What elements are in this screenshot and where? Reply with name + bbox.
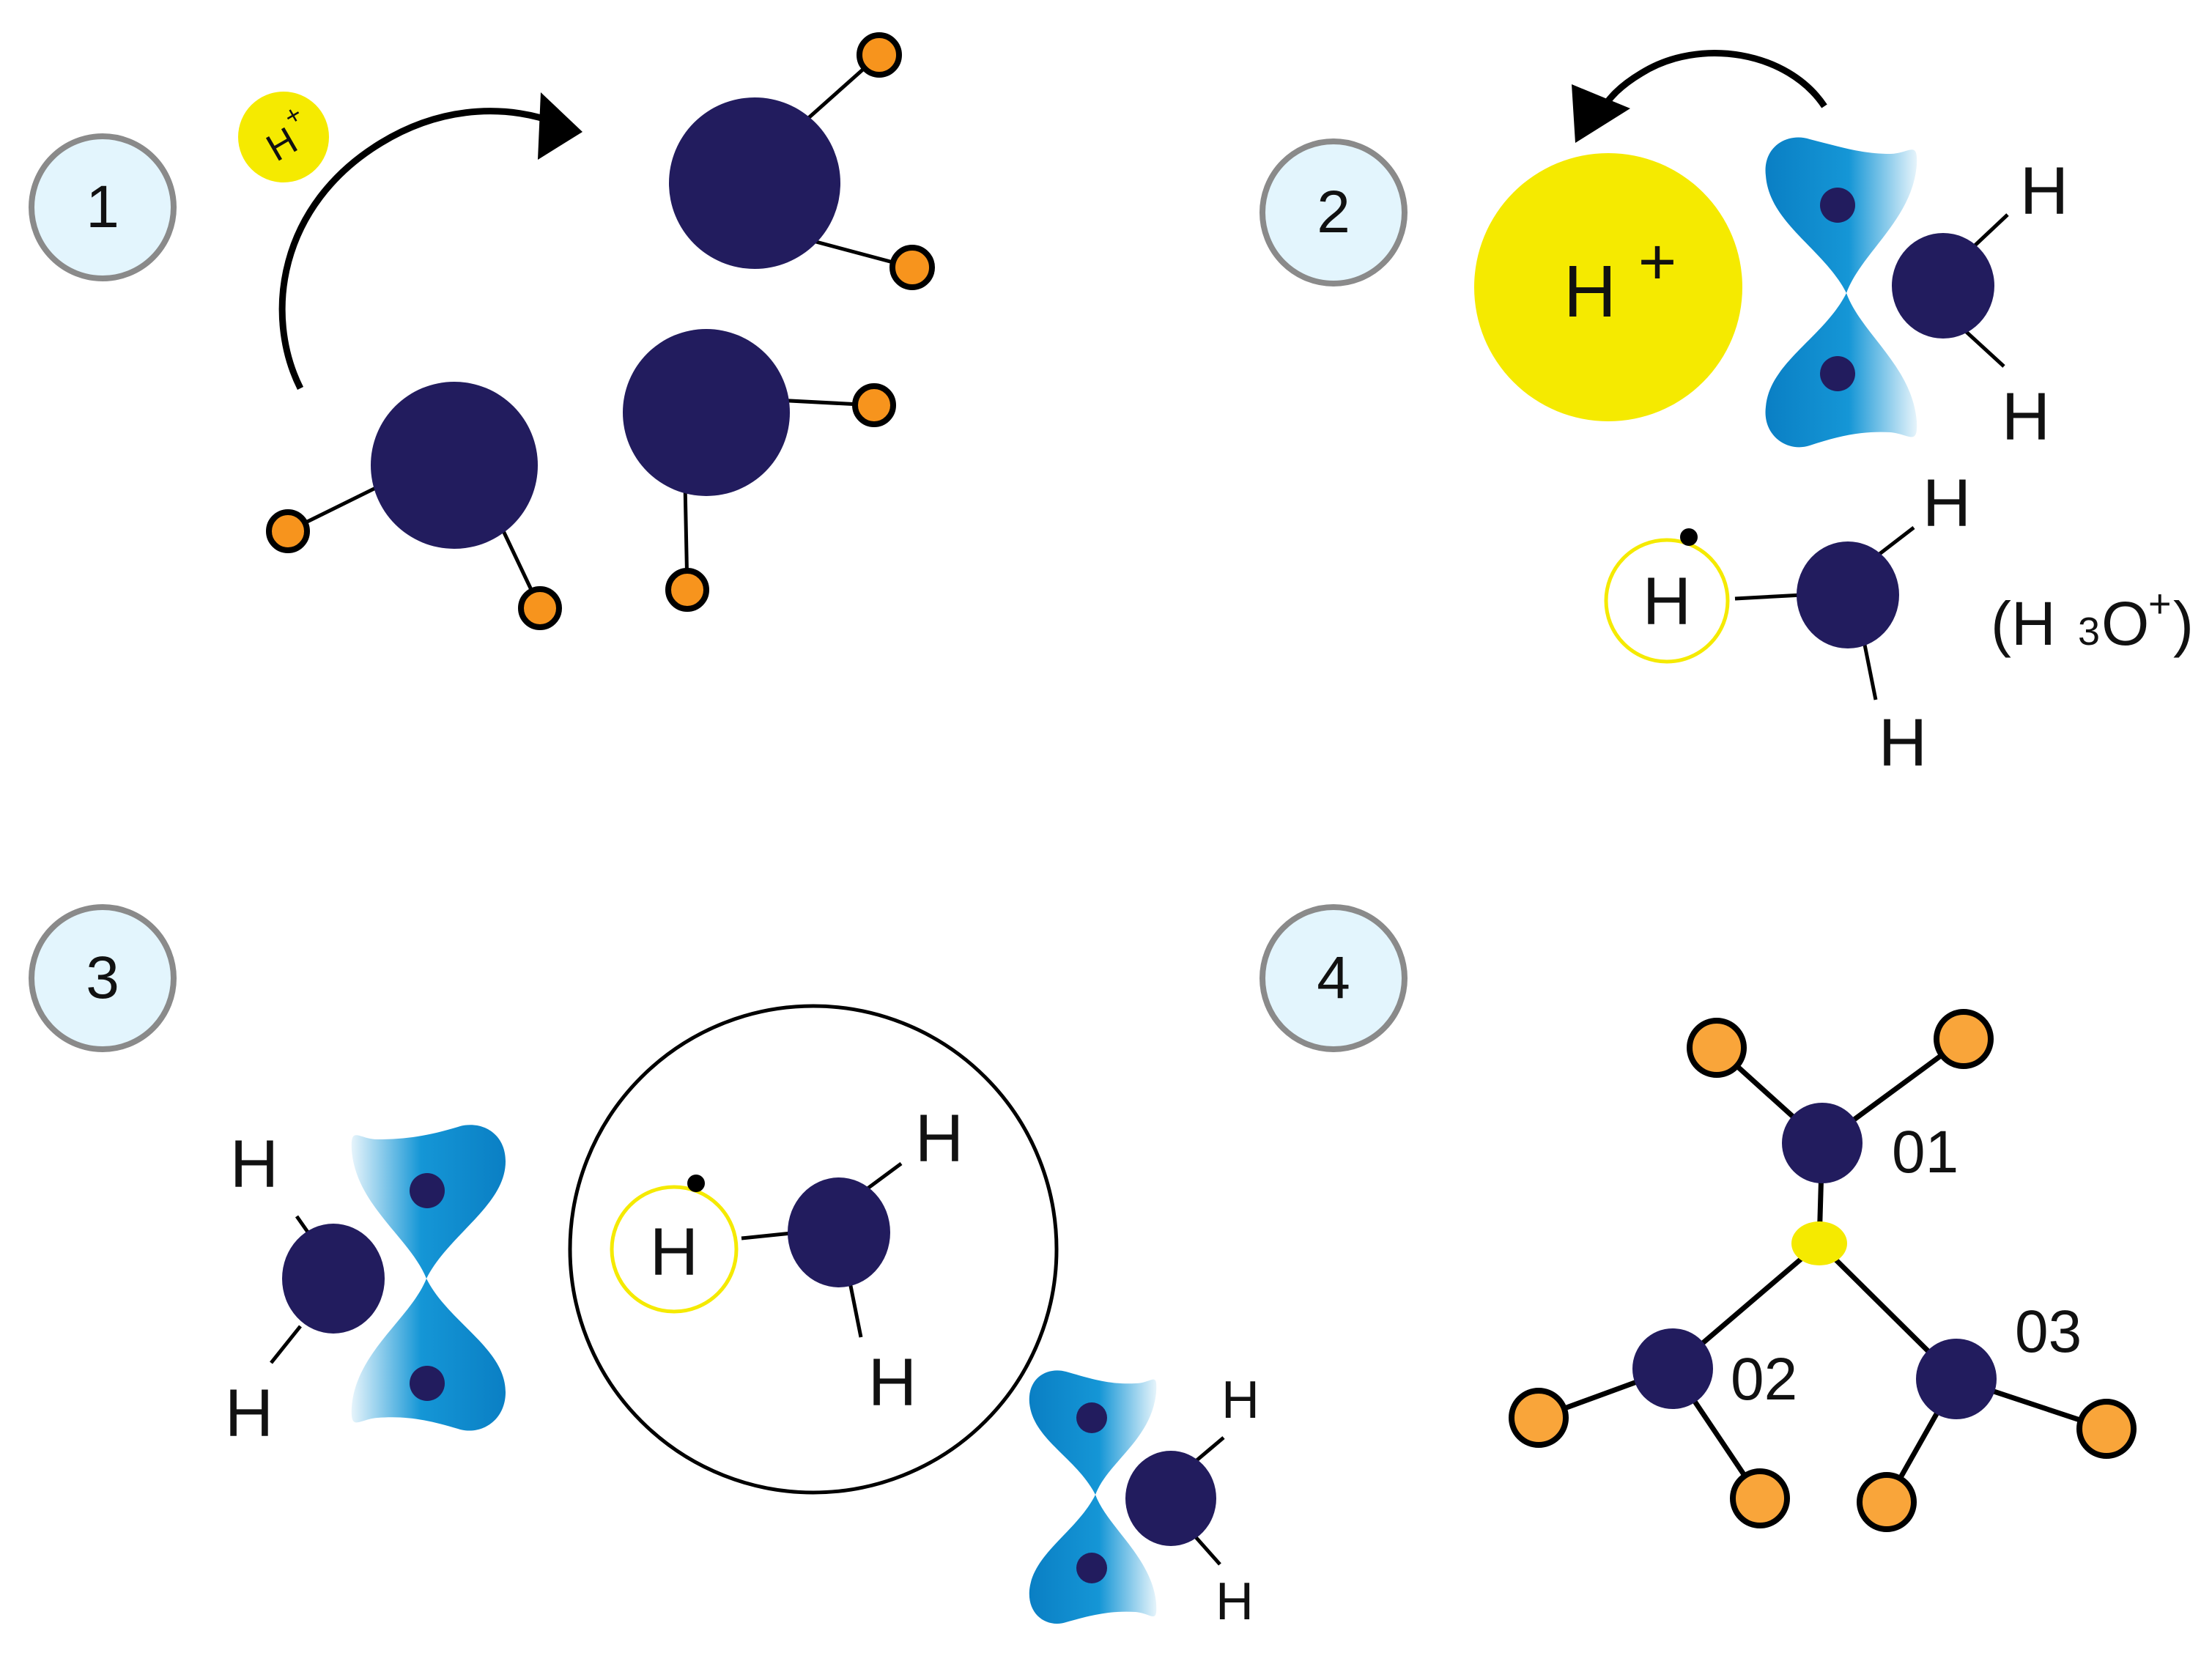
hydrogen-atom (2076, 1399, 2137, 1459)
hydrogen-label: H (2020, 154, 2068, 229)
hydrogen-label: H (1216, 1572, 1254, 1631)
hydrogen-atom (1509, 1388, 1569, 1448)
hydrogen-atom (889, 245, 935, 290)
oxygen-atom (1125, 1451, 1216, 1546)
circled-hydrogen (610, 1185, 739, 1314)
arrowhead-icon (1572, 84, 1630, 143)
panel-label-2: 2 (1317, 179, 1350, 245)
arrowhead-icon (538, 92, 582, 160)
hydrogen-label: H (1643, 564, 1691, 639)
water-molecule (623, 329, 896, 612)
oxygen-atom (1892, 233, 1994, 339)
lone-pair-orbital-icon (351, 1279, 506, 1431)
water-with-lone-pairs: H H (1765, 137, 2068, 454)
water-with-lone-pairs: H H (225, 1125, 506, 1451)
hydronium-formula: (H 3 O + ) (1991, 582, 2194, 658)
water-with-lone-pairs: H H (1029, 1370, 1259, 1631)
panel-badge-3: 3 (29, 904, 177, 1052)
panel-label-4: 4 (1317, 944, 1350, 1011)
lone-pair-electron (410, 1366, 445, 1401)
hydrogen-atom (1857, 1472, 1917, 1532)
water-molecule (266, 382, 562, 630)
electron-dot (687, 1175, 705, 1192)
hydronium-ion: H H H (610, 1101, 963, 1420)
proton-large: H + (1474, 153, 1742, 421)
oxygen-atom (788, 1177, 890, 1287)
hydrogen-label: H (1923, 466, 1971, 541)
electron-dot (1680, 528, 1698, 546)
proton-small: H + (238, 92, 329, 182)
oxygen-label-o1: 01 (1892, 1119, 1958, 1186)
formula-oxygen: O (2101, 589, 2149, 658)
panel-1: H + (238, 32, 935, 630)
curved-arrow-icon (278, 108, 558, 391)
oxygen-atom (1797, 541, 1899, 648)
formula-subscript: 3 (2078, 610, 2100, 654)
hydrogen-atom (266, 509, 310, 553)
water-molecule (669, 32, 935, 290)
panel-badge-2: 2 (1259, 138, 1408, 286)
panel-badge-4: 4 (1259, 904, 1408, 1052)
oxygen-atom (371, 382, 538, 549)
central-proton (1791, 1221, 1847, 1265)
highlight-circle (568, 1004, 1059, 1495)
hydrogen-label: H (225, 1376, 273, 1451)
hydrogen-label: H (2002, 380, 2050, 454)
panel-4: 01 02 03 (1509, 1009, 2137, 1532)
hydrogen-atom (518, 586, 562, 630)
lone-pair-electron (410, 1173, 445, 1208)
oxygen-label-o2: 02 (1731, 1346, 1797, 1413)
hydrogen-label: H (1879, 706, 1927, 780)
panel-3: H H H H H H H (225, 1004, 1259, 1631)
panel-badge-1: 1 (29, 133, 177, 281)
curved-arrow-icon (1598, 50, 1827, 114)
hydrogen-label: H (1221, 1371, 1259, 1430)
panel-label-1: 1 (86, 174, 119, 240)
hydrogen-atom (1934, 1009, 1994, 1069)
hydrogen-atom (857, 32, 902, 78)
oxygen-label-o3: 03 (2015, 1298, 2082, 1365)
oxygen-atom (282, 1224, 385, 1334)
lone-pair-electron (1820, 188, 1855, 223)
oxygen-atom-o3 (1916, 1339, 1997, 1419)
circled-hydrogen (1604, 538, 1730, 664)
oxygen-atom-o2 (1632, 1328, 1713, 1409)
hydrogen-label: H (230, 1127, 278, 1202)
hydrogen-atom (1730, 1468, 1790, 1528)
hydrogen-label: H (915, 1101, 963, 1176)
hydrogen-atom (852, 383, 896, 427)
lone-pair-electron (1076, 1553, 1107, 1583)
formula-close: ) (2173, 589, 2194, 658)
hydrogen-label: H (868, 1345, 917, 1420)
oxygen-atom (623, 329, 790, 496)
proton-large-label: H (1564, 251, 1616, 333)
lone-pair-electron (1820, 356, 1855, 391)
oxygen-atom (669, 97, 840, 269)
hydrogen-label: H (650, 1215, 698, 1290)
hydronium-ion: H H H (H 3 O + ) (1604, 466, 2194, 780)
formula-superscript: + (2148, 582, 2172, 626)
hydrogen-atom (1687, 1018, 1747, 1078)
lone-pair-electron (1076, 1402, 1107, 1433)
hydrogen-atom (665, 568, 709, 612)
panel-2: H + H H H H H (1474, 50, 2194, 780)
proton-large-charge: + (1638, 226, 1677, 299)
formula-open: (H (1991, 589, 2056, 658)
panel-label-3: 3 (86, 944, 119, 1011)
oxygen-atom-o1 (1782, 1103, 1863, 1183)
